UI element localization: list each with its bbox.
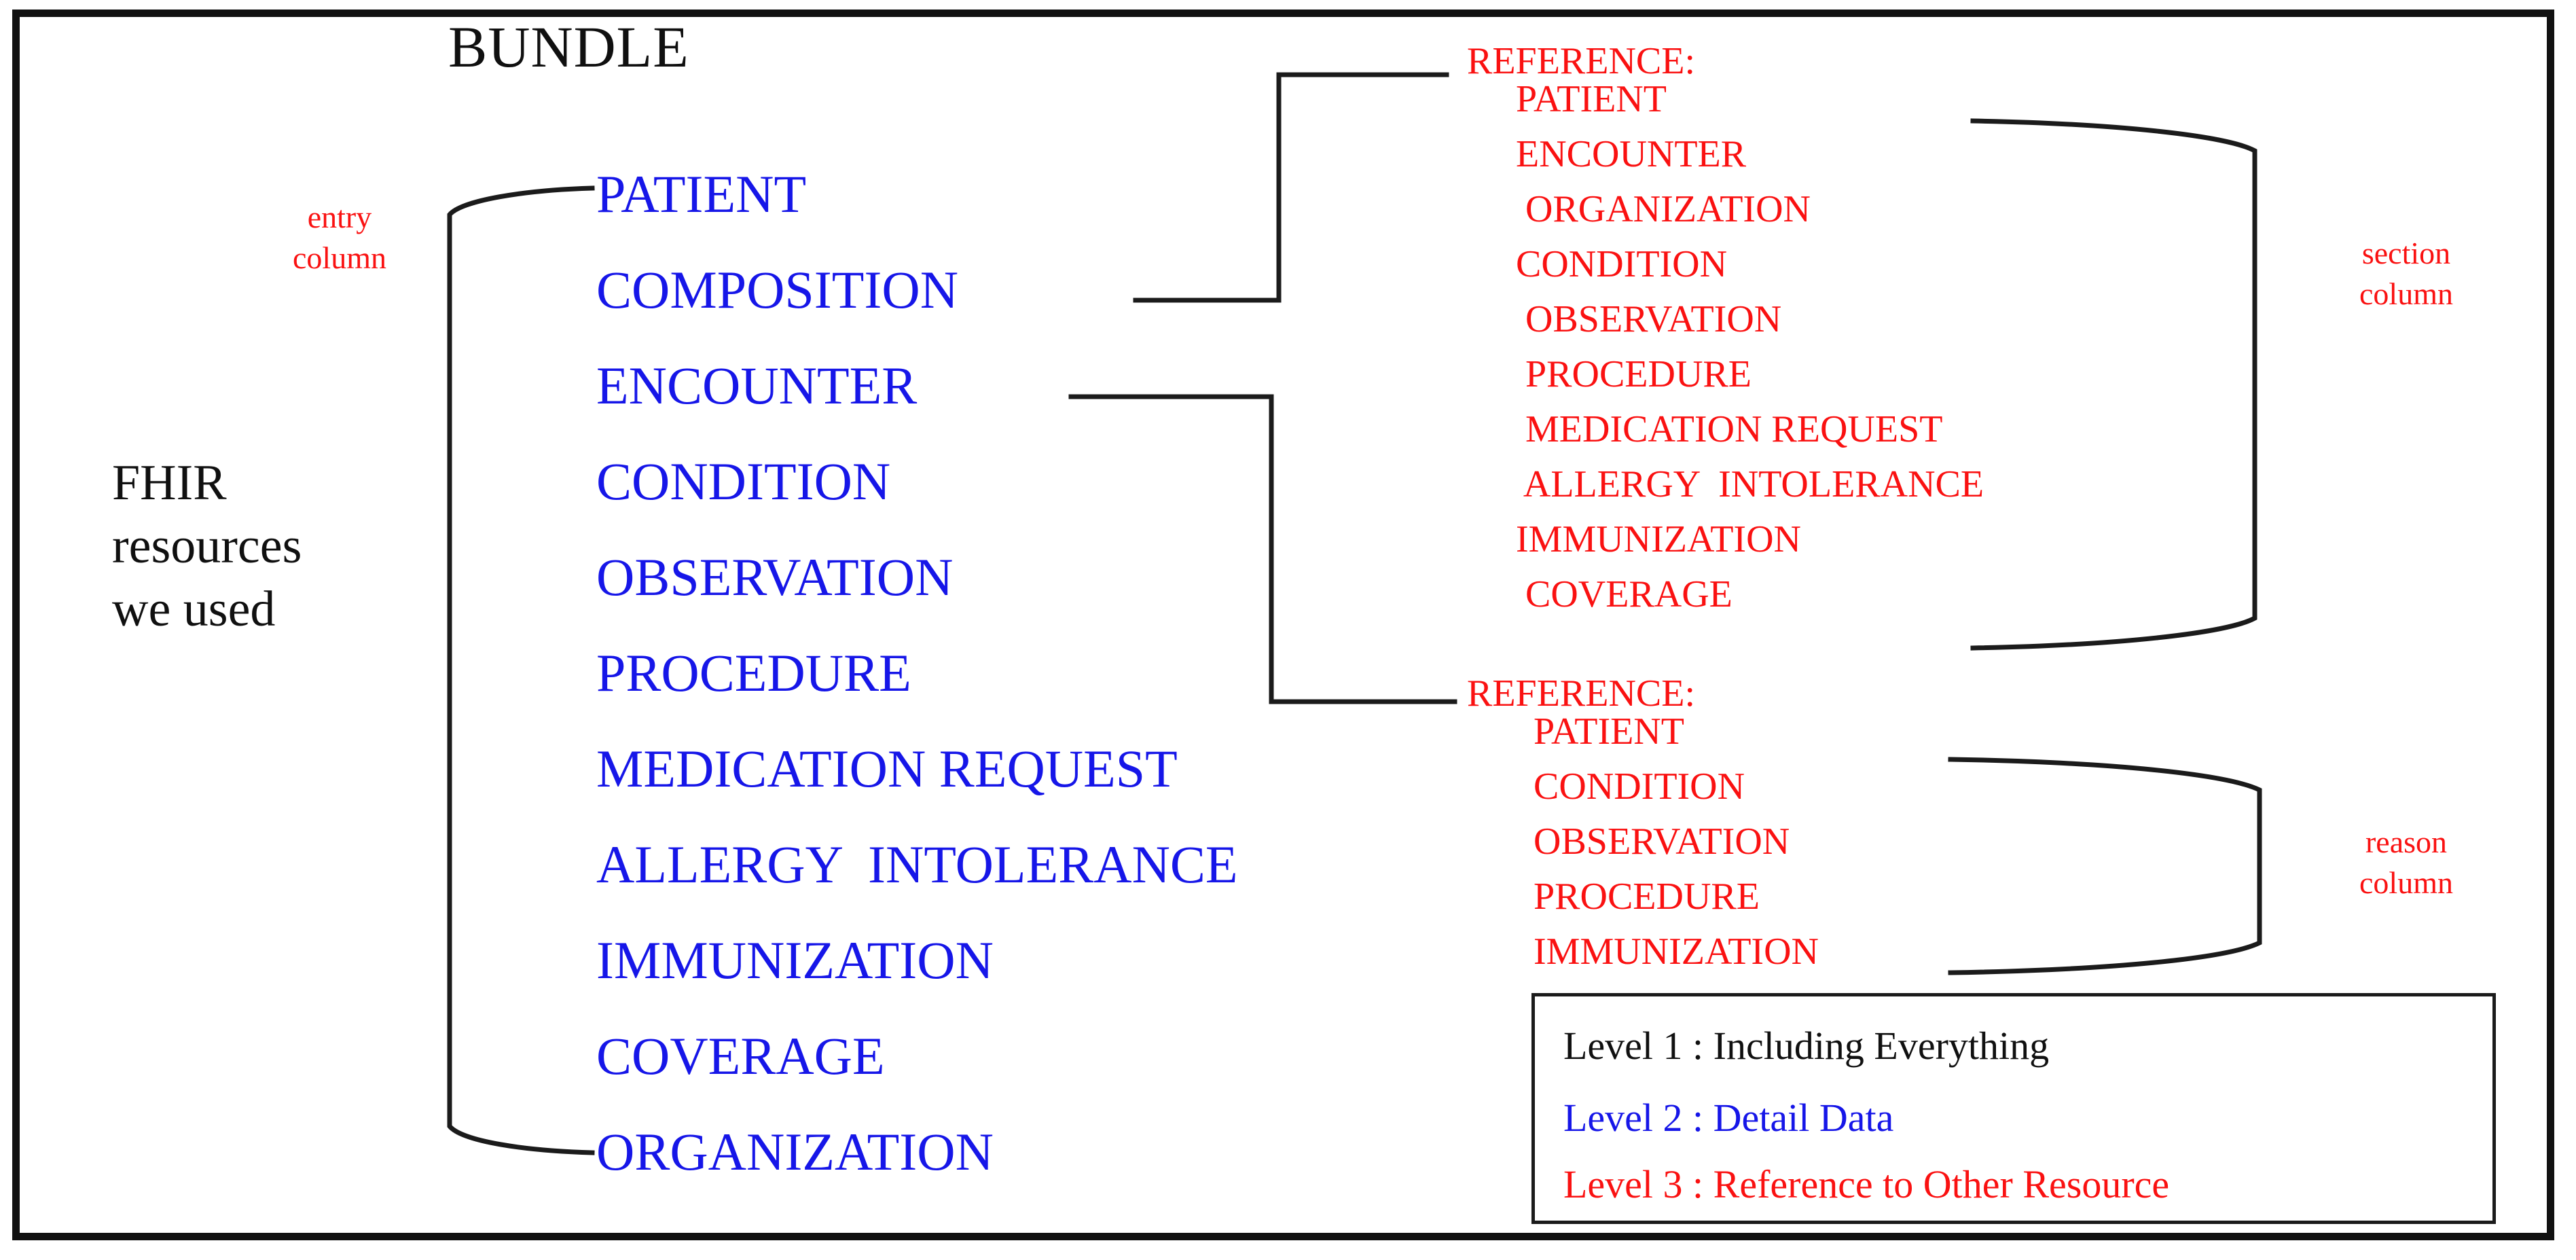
entry-list-item: MEDICATION REQUEST — [596, 739, 1178, 798]
entry-list-item: ENCOUNTER — [596, 356, 918, 415]
diagram-caption: FHIR resources we used — [112, 455, 302, 638]
entry-list-item: PROCEDURE — [596, 643, 911, 702]
section-reference-item: ALLERGY INTOLERANCE — [1516, 463, 1984, 505]
section-reference-item: OBSERVATION — [1516, 298, 1782, 340]
section-reference-item: COVERAGE — [1516, 573, 1733, 615]
reason-reference-item: OBSERVATION — [1534, 821, 1790, 863]
section-column-label: section column — [2359, 236, 2453, 311]
entry-list-item: COMPOSITION — [596, 260, 959, 319]
section-reference-item: CONDITION — [1516, 243, 1728, 285]
page-title: BUNDLE — [448, 14, 689, 79]
entry-list-item: PATIENT — [596, 164, 807, 223]
entry-list-item: ALLERGY INTOLERANCE — [596, 835, 1238, 894]
entry-list-item: IMMUNIZATION — [596, 931, 994, 990]
entry-column-list: PATIENT COMPOSITION ENCOUNTER CONDITION … — [596, 168, 1238, 1221]
entry-list-item: COVERAGE — [596, 1026, 885, 1085]
section-reference-item: MEDICATION REQUEST — [1516, 408, 1943, 450]
entry-list-item: CONDITION — [596, 452, 891, 511]
legend-row-level-3: Level 3 : Reference to Other Resource — [1563, 1162, 2170, 1206]
reason-reference-item: PROCEDURE — [1534, 876, 1760, 918]
legend-row-level-1: Level 1 : Including Everything — [1563, 1024, 2050, 1068]
legend-box: Level 1 : Including Everything Level 2 :… — [1531, 993, 2496, 1224]
section-column-reference-block: REFERENCE: PATIENT ENCOUNTER ORGANIZATIO… — [1467, 42, 1984, 630]
outer-frame-border — [12, 10, 2554, 1240]
entry-column-label: entry column — [293, 200, 386, 275]
legend-row-level-2: Level 2 : Detail Data — [1563, 1096, 1894, 1140]
section-reference-item: ENCOUNTER — [1516, 133, 1747, 175]
section-reference-item: PATIENT — [1516, 78, 1667, 120]
section-reference-item: ORGANIZATION — [1516, 188, 1811, 230]
entry-list-item: OBSERVATION — [596, 547, 954, 607]
section-reference-item: IMMUNIZATION — [1516, 518, 1801, 560]
reason-reference-item: PATIENT — [1534, 710, 1684, 753]
entry-list-item: ORGANIZATION — [596, 1122, 994, 1181]
section-reference-heading: REFERENCE: — [1467, 40, 1696, 82]
reason-column-reference-block: REFERENCE: PATIENT CONDITION OBSERVATION… — [1467, 674, 1819, 988]
reason-reference-heading: REFERENCE: — [1467, 672, 1696, 715]
section-reference-item: PROCEDURE — [1516, 353, 1752, 395]
reason-column-label: reason column — [2359, 825, 2453, 900]
reason-reference-item: IMMUNIZATION — [1534, 931, 1819, 973]
reason-reference-item: CONDITION — [1534, 766, 1745, 808]
